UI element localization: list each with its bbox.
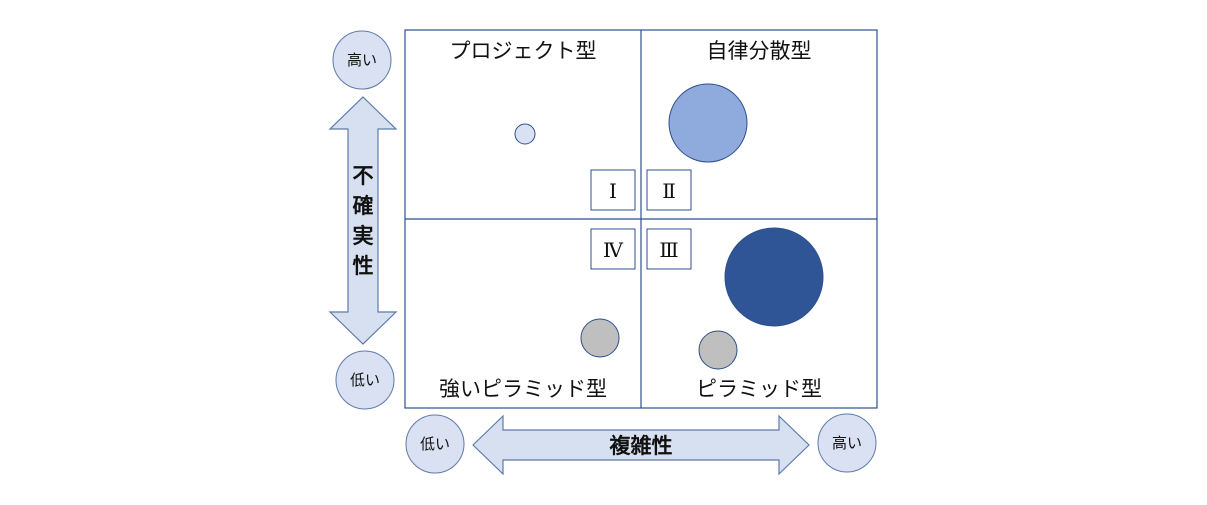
quadrant-title-pyramid: ピラミッド型 [696,377,822,401]
horizontal-axis: 複雑性 低い 高い [405,413,877,476]
vertical-axis-char-4: 性 [353,254,374,278]
numeral-2: Ⅱ [662,179,676,203]
horizontal-axis-label: 複雑性 [609,434,673,458]
horizontal-double-arrow [472,414,810,476]
numeral-box-2: Ⅱ [646,169,692,211]
vertical-low-circle [335,350,395,410]
bubble-pyramid-large [724,227,824,327]
quadrant-title-autonomous: 自律分散型 [707,39,812,63]
vertical-high-circle [332,30,392,90]
quadrant-title-project: プロジェクト型 [450,39,597,63]
bubble-autonomous [668,83,748,163]
quadrant-grid [404,29,878,409]
vertical-double-arrow [328,96,398,345]
vertical-axis-char-2: 確 [353,194,374,218]
bubble-pyramid-gray [698,330,738,370]
numeral-4: Ⅳ [603,238,624,262]
horizontal-low-circle [405,414,465,474]
vertical-high-label: 高い [347,51,377,69]
horizontal-high-label: 高い [832,434,862,452]
vertical-low-label: 低い [350,371,380,389]
vertical-axis-char-3: 実 [353,224,374,248]
numeral-box-4: Ⅳ [590,228,636,270]
vertical-axis-char-1: 不 [353,164,374,188]
numeral-3: Ⅲ [659,238,678,262]
numeral-box-3: Ⅲ [646,228,692,270]
numeral-box-1: Ⅰ [590,169,636,211]
bubble-strong-pyramid-gray [580,318,620,358]
quadrant-title-strong-pyramid: 強いピラミッド型 [439,377,607,401]
bubble-project-small [514,123,536,145]
numeral-1: Ⅰ [609,179,617,203]
horizontal-high-circle [817,413,877,473]
vertical-axis: 不 確 実 性 高い 低い [328,30,398,410]
horizontal-low-label: 低い [420,435,450,453]
